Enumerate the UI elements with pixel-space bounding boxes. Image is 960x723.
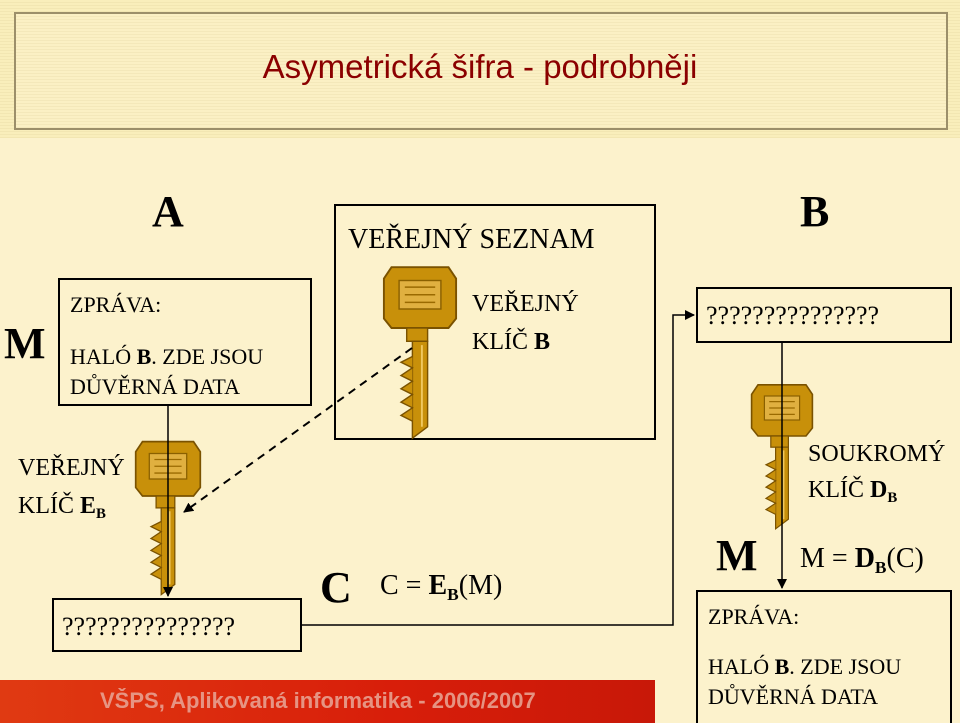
public-key-label-line1: VEŘEJNÝ — [18, 455, 125, 481]
directory-key-line2: KLÍČ B — [472, 329, 551, 355]
ciphertext-symbol: C — [320, 563, 352, 612]
party-a-label: A — [152, 187, 184, 236]
private-key-label-line1: SOUKROMÝ — [808, 441, 946, 467]
private-key-label-line2: KLÍČ DB — [808, 477, 898, 507]
title-frame — [14, 12, 948, 130]
public-directory-heading: VEŘEJNÝ SEZNAM — [348, 224, 595, 255]
directory-key-line1: VEŘEJNÝ — [472, 291, 579, 317]
public-key-label-line2: KLÍČ EB — [18, 493, 106, 523]
ciphertext-text: ??????????????? — [62, 612, 236, 641]
result-line2: DŮVĚRNÁ DATA — [708, 684, 878, 709]
message-line1: HALÓ B. ZDE JSOU — [70, 344, 264, 369]
slide-title: Asymetrická šifra - podrobněji — [262, 48, 698, 85]
message-box: ZPRÁVA: HALÓ B. ZDE JSOU DŮVĚRNÁ DATA — [58, 278, 312, 406]
sender-public-key-icon — [134, 440, 202, 596]
message-heading: ZPRÁVA: — [70, 292, 162, 317]
received-ciphertext-box: ??????????????? — [696, 287, 952, 343]
public-directory-box: VEŘEJNÝ SEZNAM VEŘEJNÝ KLÍČ B — [334, 204, 656, 440]
message-symbol-right: M — [716, 531, 758, 580]
ciphertext-box: ??????????????? — [52, 598, 302, 652]
private-key-icon — [750, 383, 814, 530]
decryption-formula: M = DB(C) — [800, 543, 924, 578]
footer-band — [0, 680, 655, 723]
footer-text: VŠPS, Aplikovaná informatika - 2006/2007 — [100, 688, 536, 713]
result-line1: HALÓ B. ZDE JSOU — [708, 654, 902, 679]
encryption-formula: C = EB(M) — [380, 570, 503, 605]
party-b-label: B — [800, 187, 830, 236]
received-ciphertext: ??????????????? — [706, 301, 880, 330]
decrypted-message-box: ZPRÁVA: HALÓ B. ZDE JSOU DŮVĚRNÁ DATA — [696, 590, 952, 723]
message-line2: DŮVĚRNÁ DATA — [70, 374, 240, 399]
message-symbol-left: M — [4, 319, 46, 368]
result-heading: ZPRÁVA: — [708, 604, 800, 629]
